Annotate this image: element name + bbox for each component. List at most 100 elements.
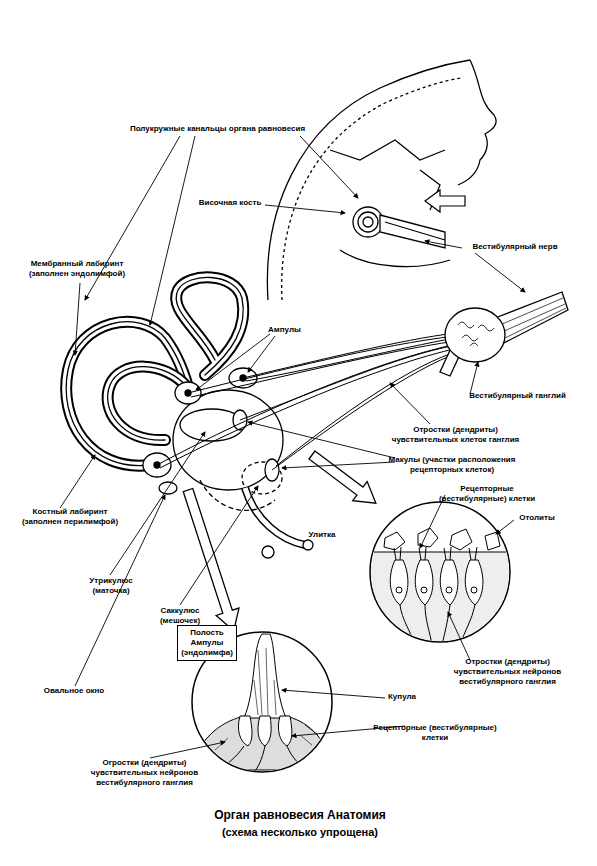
leader-line xyxy=(282,462,395,468)
vestibular-ganglion xyxy=(445,308,505,362)
macula-inset xyxy=(360,528,520,645)
label-box: Полость Ампулы (эндолимфа) xyxy=(177,625,237,661)
leader-line xyxy=(110,432,205,575)
vestibule xyxy=(245,488,305,545)
leader-line xyxy=(60,455,95,508)
pointer-arrow xyxy=(425,190,465,212)
ampulla-inset xyxy=(205,725,318,750)
small-labyrinth xyxy=(353,207,383,237)
leader-line xyxy=(248,422,395,458)
nerve-fibre xyxy=(240,345,457,420)
vestibule xyxy=(262,546,274,558)
part-label: Улитка xyxy=(302,530,342,540)
ampulla-inset xyxy=(238,716,291,746)
macula-inset xyxy=(360,552,520,553)
leader-line xyxy=(60,136,525,758)
leader-line xyxy=(248,336,275,372)
nerve-fibre xyxy=(157,333,462,470)
vestibular-ganglion xyxy=(458,322,494,346)
vestibular-ganglion xyxy=(440,292,568,376)
macula-inset xyxy=(440,560,458,605)
ampulla-inset xyxy=(254,648,276,715)
macula-inset xyxy=(415,560,433,605)
head-outline xyxy=(267,60,496,300)
leader-line xyxy=(265,205,345,213)
vestibule xyxy=(173,390,283,490)
part-label: Макулы (участки расположения рецепторных… xyxy=(372,455,532,475)
head-outline xyxy=(330,140,445,160)
leader-line xyxy=(425,241,462,248)
nerve-fibre xyxy=(246,338,455,381)
part-label: Мембранный лабиринт (заполнен эндолимфой… xyxy=(22,259,132,279)
zoom-arrow xyxy=(177,445,384,634)
macula-inset xyxy=(450,529,472,550)
leader-line xyxy=(150,136,195,325)
macula-inset xyxy=(465,560,483,605)
leader-line xyxy=(390,383,430,424)
part-label: Вестибулярный ганглий xyxy=(455,391,580,401)
box-text: Полость Ампулы (эндолимфа) xyxy=(181,628,233,658)
leader-line xyxy=(150,742,225,758)
part-label: Огростки (дендриты) чувствительных нейро… xyxy=(72,758,217,788)
macula-inset xyxy=(360,502,520,645)
ampulla-inset xyxy=(244,634,286,718)
leader-line xyxy=(196,334,270,390)
part-label: Саккулюс (мешочек) xyxy=(148,606,212,626)
vestibule xyxy=(159,390,313,558)
part-label: Костный лабиринт (заполнен перилимфой) xyxy=(15,507,125,527)
small-labyrinth xyxy=(385,222,445,240)
vestibular-ganglion xyxy=(500,298,566,339)
part-label: Рецепторные (вестибулярные) клетки xyxy=(365,723,505,743)
nerve-fibre xyxy=(188,336,455,393)
macula-inset xyxy=(485,532,500,550)
head-outline xyxy=(282,78,462,300)
pointer-arrow xyxy=(425,190,465,212)
semicircular-canals xyxy=(66,322,190,466)
part-label: Купула xyxy=(382,692,422,702)
nerve-fibre xyxy=(276,350,462,466)
semicircular-canals xyxy=(66,322,190,466)
macula-inset xyxy=(384,532,405,550)
ampulla xyxy=(143,368,257,477)
head-outline xyxy=(458,60,496,185)
leader-line xyxy=(180,486,258,605)
diagram-caption: (схема несколько упрощена) xyxy=(120,826,480,838)
macula-inset xyxy=(390,560,408,605)
vestibular-ganglion xyxy=(495,292,568,345)
head-outline xyxy=(267,60,470,300)
part-label: Утрикулюс (маточка) xyxy=(78,576,144,596)
leader-line xyxy=(448,612,470,660)
macula-inset xyxy=(394,547,477,560)
macula-inset xyxy=(421,587,427,593)
macula-inset xyxy=(360,552,520,642)
leader-line xyxy=(470,362,478,394)
leader-line xyxy=(300,136,358,198)
part-label: Ампулы xyxy=(262,325,307,335)
vestibule xyxy=(303,540,313,550)
macula-inset xyxy=(400,605,475,645)
part-label: Отолиты xyxy=(512,513,562,523)
head-outline xyxy=(340,250,450,267)
part-label: Отростки (дендриты) чувствительных нейро… xyxy=(440,657,575,687)
vestibule xyxy=(245,488,305,545)
macula-inset xyxy=(471,587,477,593)
semicircular-canals xyxy=(176,277,243,375)
nerve-fibre xyxy=(272,352,460,470)
zoom-arrow xyxy=(305,445,383,512)
part-label: Рецепторные (вестибулярные) клетки xyxy=(428,484,546,504)
semicircular-canals xyxy=(176,277,243,375)
ampulla-inset xyxy=(215,746,310,775)
part-label: Вестибулярный нерв xyxy=(455,242,575,252)
ampulla-inset xyxy=(190,716,335,770)
leader-line xyxy=(475,253,525,292)
part-label: Овальное окно xyxy=(38,686,110,696)
diagram-title: Орган равновесия Анатомия xyxy=(120,808,480,822)
small-labyrinth xyxy=(358,212,378,232)
part-label: Полукружные канальцы органа равновесия xyxy=(110,124,325,134)
leader-line xyxy=(75,283,80,355)
part-label: Отростки (дендриты) чувствительных клето… xyxy=(388,425,523,445)
vestibule xyxy=(200,480,275,510)
leader-line xyxy=(496,520,514,534)
macula-inset xyxy=(446,587,452,593)
